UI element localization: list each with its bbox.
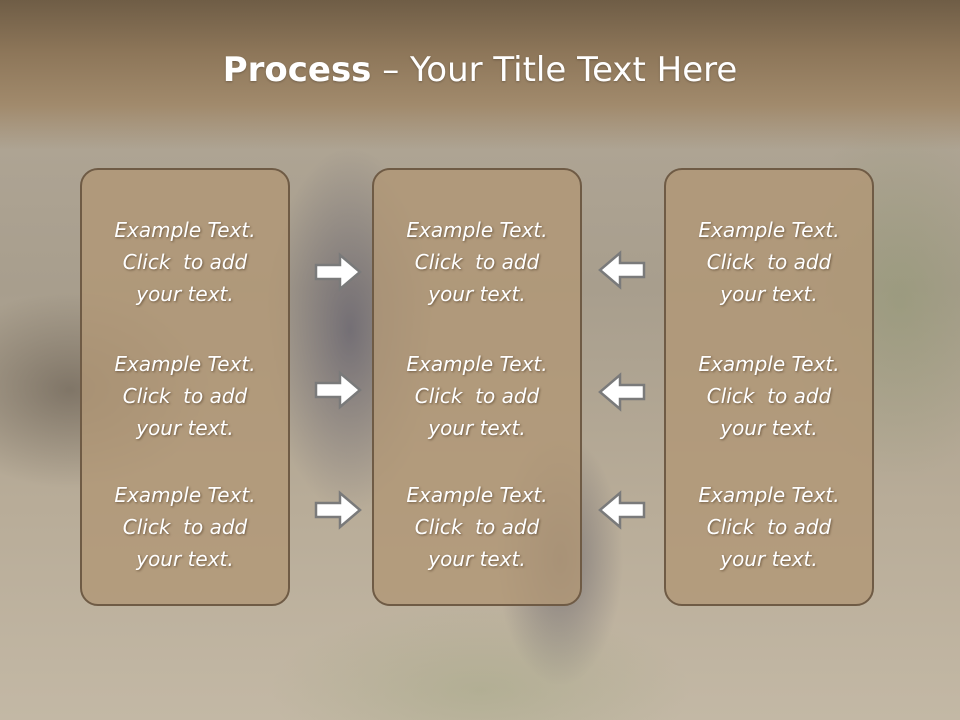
- box-text[interactable]: Example Text. Click to add your text.: [666, 348, 872, 444]
- text-line: Click to add: [122, 384, 248, 408]
- text-line: Click to add: [706, 384, 832, 408]
- box-text[interactable]: Example Text. Click to add your text.: [374, 348, 580, 444]
- text-line: Click to add: [122, 515, 248, 539]
- text-line: Click to add: [706, 515, 832, 539]
- title-rest-text: – Your Title Text Here: [371, 50, 738, 90]
- text-line: Click to add: [414, 250, 540, 274]
- title-bold-text: Process: [222, 50, 372, 90]
- text-line: your text.: [720, 282, 818, 306]
- text-line: your text.: [428, 416, 526, 440]
- box-text[interactable]: Example Text. Click to add your text.: [82, 214, 288, 310]
- arrow-left-icon: [598, 250, 646, 290]
- text-line: your text.: [720, 547, 818, 571]
- arrow-right-icon: [314, 252, 362, 292]
- box-text[interactable]: Example Text. Click to add your text.: [374, 479, 580, 575]
- text-line: Example Text.: [698, 352, 840, 376]
- text-line: Example Text.: [114, 352, 256, 376]
- text-line: your text.: [136, 282, 234, 306]
- text-line: Example Text.: [406, 218, 548, 242]
- text-line: Example Text.: [114, 218, 256, 242]
- title-band: [0, 0, 960, 150]
- text-line: your text.: [136, 416, 234, 440]
- text-line: Click to add: [122, 250, 248, 274]
- text-line: Example Text.: [114, 483, 256, 507]
- text-line: your text.: [720, 416, 818, 440]
- arrow-left-icon: [598, 490, 646, 530]
- slide-title[interactable]: Process – Your Title Text Here: [0, 50, 960, 90]
- text-line: Example Text.: [406, 352, 548, 376]
- text-line: your text.: [428, 282, 526, 306]
- process-box-left[interactable]: Example Text. Click to add your text. Ex…: [80, 168, 290, 606]
- arrow-right-icon: [314, 490, 362, 530]
- text-line: Click to add: [414, 384, 540, 408]
- process-box-middle[interactable]: Example Text. Click to add your text. Ex…: [372, 168, 582, 606]
- box-text[interactable]: Example Text. Click to add your text.: [82, 348, 288, 444]
- text-line: Example Text.: [406, 483, 548, 507]
- box-text[interactable]: Example Text. Click to add your text.: [82, 479, 288, 575]
- arrow-right-icon: [314, 370, 362, 410]
- text-line: your text.: [428, 547, 526, 571]
- text-line: Example Text.: [698, 218, 840, 242]
- box-text[interactable]: Example Text. Click to add your text.: [666, 479, 872, 575]
- text-line: your text.: [136, 547, 234, 571]
- text-line: Click to add: [414, 515, 540, 539]
- process-box-right[interactable]: Example Text. Click to add your text. Ex…: [664, 168, 874, 606]
- box-text[interactable]: Example Text. Click to add your text.: [374, 214, 580, 310]
- text-line: Example Text.: [698, 483, 840, 507]
- box-text[interactable]: Example Text. Click to add your text.: [666, 214, 872, 310]
- arrow-left-icon: [598, 372, 646, 412]
- text-line: Click to add: [706, 250, 832, 274]
